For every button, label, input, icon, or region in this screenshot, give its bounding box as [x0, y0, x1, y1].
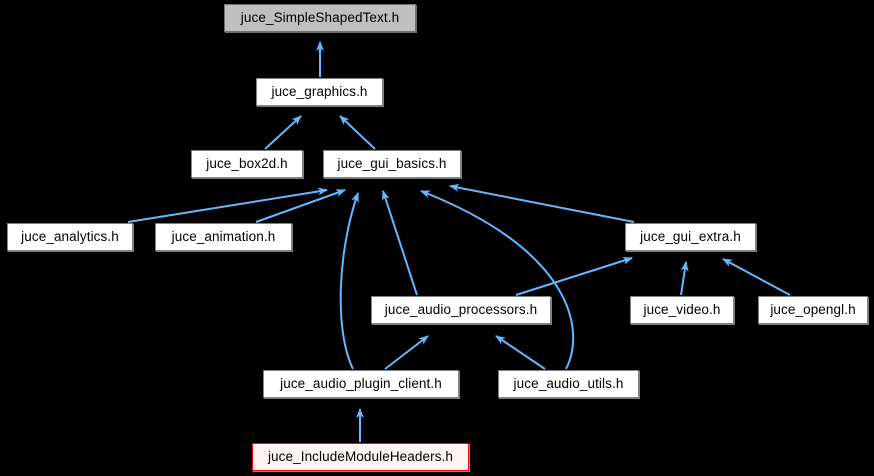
graph-node-graphics[interactable]: juce_graphics.h — [256, 78, 383, 106]
graph-node-analytics[interactable]: juce_analytics.h — [7, 223, 133, 251]
edge-audiopluginclient-to-guibasics — [339, 192, 359, 370]
edge-opengl-to-guiextra — [722, 258, 791, 296]
graph-node-opengl[interactable]: juce_opengl.h — [758, 296, 868, 324]
graph-node-label: juce_audio_plugin_client.h — [280, 376, 442, 392]
graph-node-gui_extra[interactable]: juce_gui_extra.h — [625, 223, 756, 251]
graph-node-box2d[interactable]: juce_box2d.h — [191, 150, 303, 178]
edge-audioutils-to-audioprocessors — [495, 335, 546, 370]
graph-node-label: juce_gui_extra.h — [640, 229, 741, 245]
graph-node-label: juce_IncludeModuleHeaders.h — [267, 449, 454, 465]
graph-node-label: juce_animation.h — [171, 229, 276, 245]
graph-node-audio_utils[interactable]: juce_audio_utils.h — [498, 370, 639, 398]
graph-node-simpleshapedtext[interactable]: juce_SimpleShapedText.h — [224, 4, 416, 32]
edge-guibasics-to-graphics — [339, 115, 376, 150]
edge-audioutils-to-guibasics — [420, 190, 575, 370]
graph-node-label: juce_opengl.h — [770, 302, 856, 318]
graph-node-includemoduleheaders[interactable]: juce_IncludeModuleHeaders.h — [252, 443, 469, 471]
graph-node-audio_processors[interactable]: juce_audio_processors.h — [371, 296, 551, 324]
edge-animation-to-guibasics — [255, 189, 346, 223]
edge-analytics-to-guibasics — [127, 187, 328, 223]
edge-video-to-guiextra — [680, 261, 689, 296]
graph-node-label: juce_audio_utils.h — [513, 376, 624, 392]
edge-audioprocessors-to-guibasics — [381, 190, 418, 296]
graph-node-video[interactable]: juce_video.h — [630, 296, 734, 324]
edge-audioprocessors-to-guiextra — [515, 256, 633, 296]
graph-node-label: juce_analytics.h — [21, 229, 119, 245]
graph-node-gui_basics[interactable]: juce_gui_basics.h — [323, 150, 461, 178]
graph-node-label: juce_audio_processors.h — [384, 302, 538, 318]
edge-paths — [127, 41, 791, 442]
graph-node-label: juce_gui_basics.h — [337, 156, 447, 172]
edge-guiextra-to-guibasics — [449, 183, 635, 223]
graph-node-label: juce_video.h — [643, 302, 721, 318]
edge-audiopluginclient-to-audioprocessors — [384, 335, 429, 370]
graph-node-label: juce_graphics.h — [271, 84, 368, 100]
graph-node-label: juce_box2d.h — [206, 156, 288, 172]
graph-node-label: juce_SimpleShapedText.h — [240, 10, 400, 26]
graph-node-animation[interactable]: juce_animation.h — [155, 223, 292, 251]
edge-box2d-to-graphics — [264, 115, 302, 150]
graph-node-audio_plugin_client[interactable]: juce_audio_plugin_client.h — [263, 370, 459, 398]
